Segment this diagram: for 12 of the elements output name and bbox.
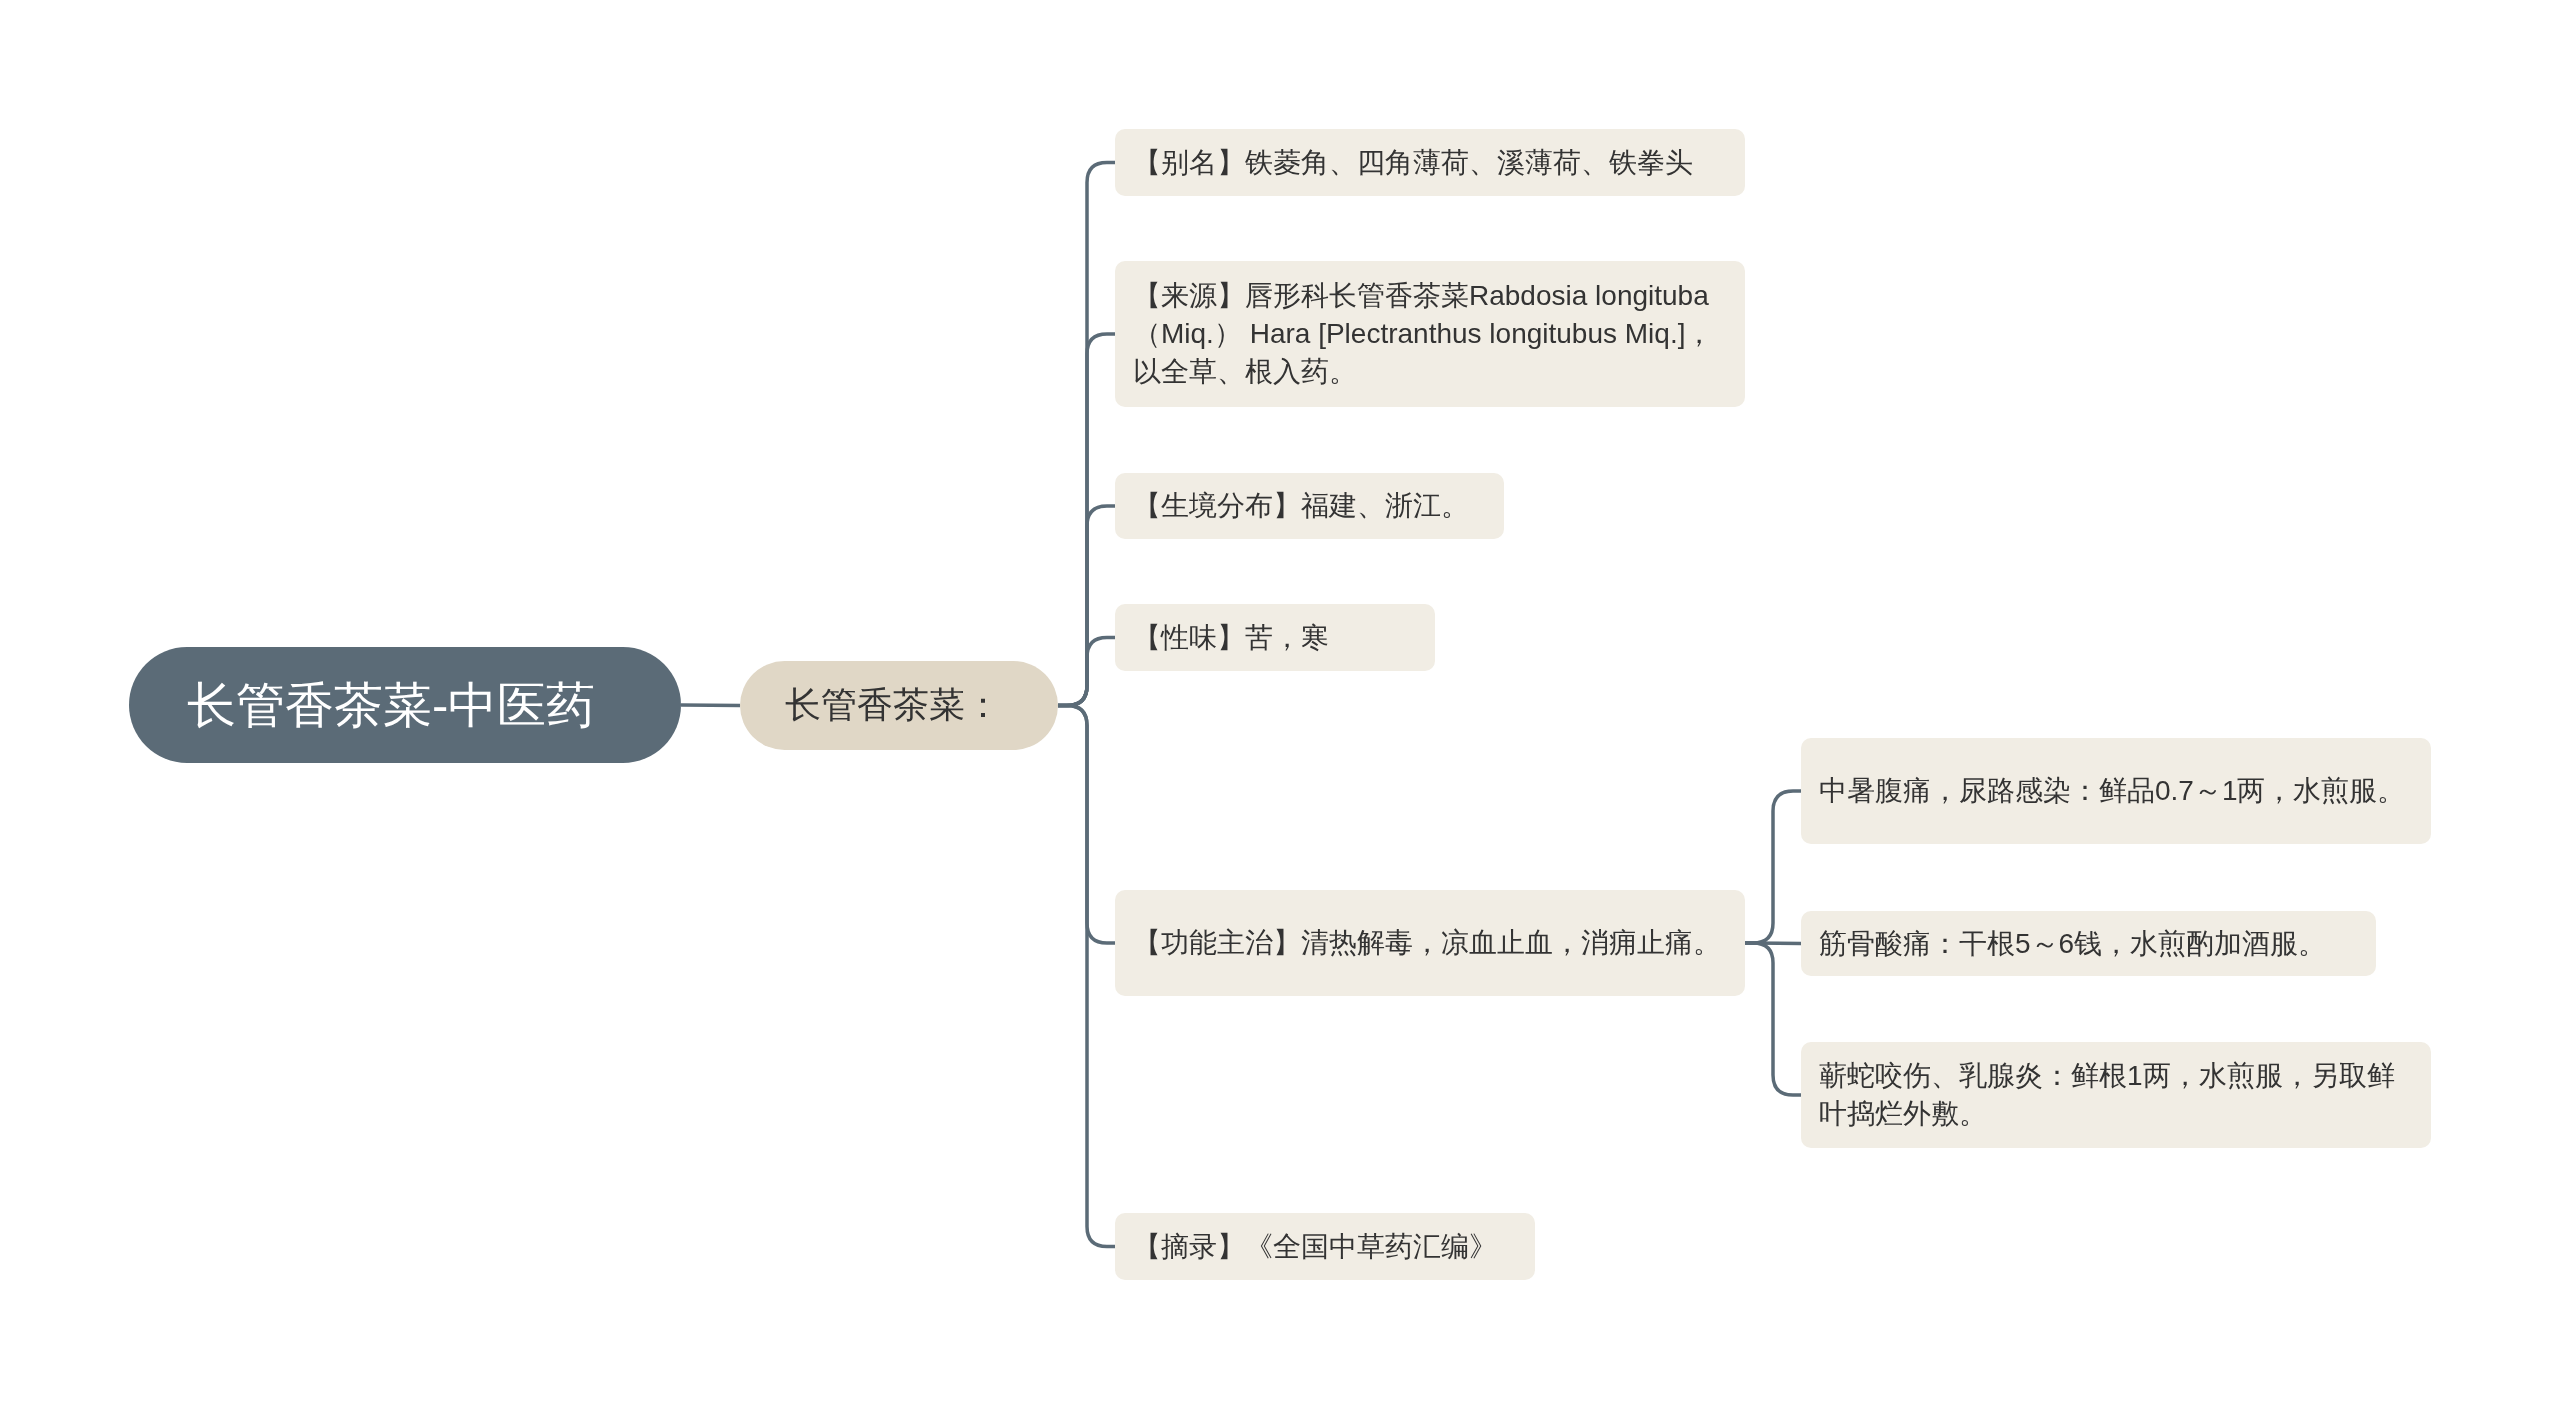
root-topic: 长管香茶菜-中医药 <box>129 647 681 763</box>
subtopic-box: 【别名】铁菱角、四角薄荷、溪薄荷、铁拳头 <box>1115 129 1745 196</box>
subtopic-box: 蕲蛇咬伤、乳腺炎：鲜根1两，水煎服，另取鲜叶捣烂外敷。 <box>1801 1042 2431 1148</box>
main-topic: 长管香茶菜： <box>740 661 1058 750</box>
subtopic-box: 【来源】唇形科长管香茶菜Rabdosia longituba （Miq.） Hara [Plectranthus longitubus Miq.]，以全草、根入药。 <box>1115 261 1745 407</box>
subtopic-box: 【生境分布】福建、浙江。 <box>1115 473 1504 539</box>
subtopic-box: 【功能主治】清热解毒，凉血止血，消痈止痛。 <box>1115 890 1745 996</box>
subtopic-box: 筋骨酸痛：干根5～6钱，水煎酌加酒服。 <box>1801 911 2376 976</box>
subtopic-box: 中暑腹痛，尿路感染：鲜品0.7～1两，水煎服。 <box>1801 738 2431 844</box>
subtopic-box: 【摘录】《全国中草药汇编》 <box>1115 1213 1535 1280</box>
subtopic-box: 【性味】苦，寒 <box>1115 604 1435 671</box>
connector-line <box>681 703 740 708</box>
